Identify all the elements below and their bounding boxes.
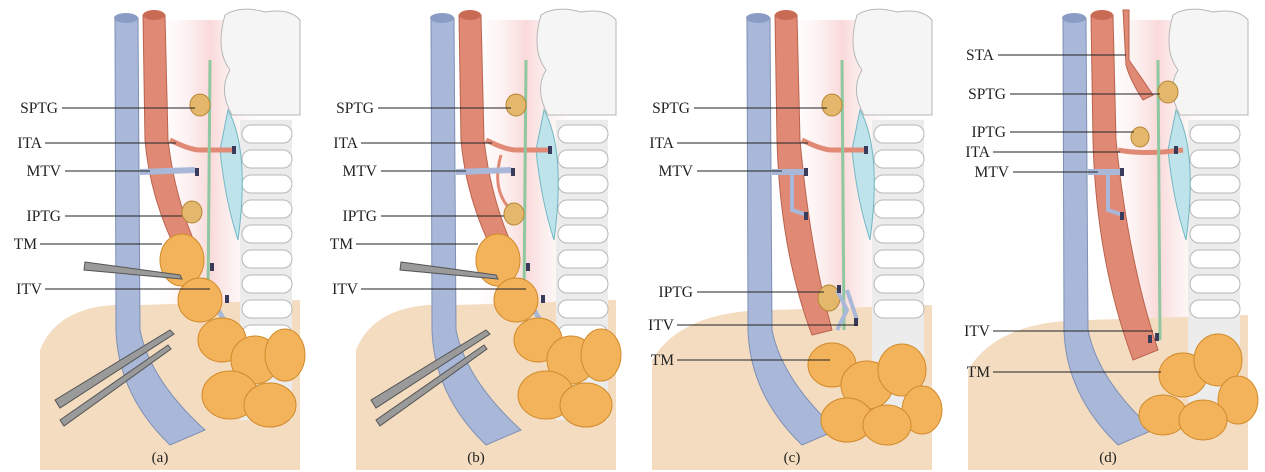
- caption-a: (a): [152, 450, 169, 466]
- jugular-end: [114, 13, 138, 23]
- superior-parathyroid: [822, 94, 842, 116]
- carotid-end: [143, 10, 165, 20]
- superior-parathyroid: [190, 94, 210, 116]
- label-d-1: SPTG: [968, 86, 1006, 103]
- superior-parathyroid: [506, 94, 526, 116]
- recurrent-nerve: [1158, 60, 1160, 340]
- label-d-3: ITA: [965, 144, 990, 161]
- inferior-parathyroid: [818, 285, 840, 311]
- label-a-4: TM: [14, 236, 37, 253]
- caption-d: (d): [1099, 450, 1117, 466]
- label-c-4: ITV: [648, 317, 675, 334]
- panel-d: STA SPTG IPTG ITA MTV ITV TM (d): [948, 0, 1248, 472]
- label-b-1: ITA: [333, 135, 358, 152]
- label-b-5: ITV: [332, 281, 359, 298]
- caption-b: (b): [467, 450, 485, 466]
- ita-branch: [1118, 150, 1183, 153]
- carotid-end: [775, 10, 797, 20]
- label-d-4: MTV: [975, 164, 1010, 181]
- label-a-5: ITV: [16, 281, 43, 298]
- illustration-a: SPTG ITA MTV IPTG TM ITV (a): [0, 0, 300, 472]
- label-a-1: ITA: [17, 135, 42, 152]
- recurrent-nerve: [208, 60, 210, 300]
- illustration-b: SPTG ITA MTV IPTG TM ITV (b): [316, 0, 616, 472]
- label-a-2: MTV: [27, 163, 62, 180]
- recurrent-nerve: [524, 60, 526, 300]
- panel-c: SPTG ITA MTV IPTG ITV TM (c): [632, 0, 932, 472]
- label-b-3: IPTG: [343, 208, 377, 225]
- label-b-4: TM: [330, 236, 353, 253]
- inferior-parathyroid: [182, 201, 202, 223]
- jugular-end: [1062, 13, 1086, 23]
- label-d-5: ITV: [964, 323, 991, 340]
- panel-b: SPTG ITA MTV IPTG TM ITV (b): [316, 0, 616, 472]
- inferior-parathyroid: [504, 203, 524, 225]
- carotid-end: [459, 10, 481, 20]
- label-d-2: IPTG: [972, 124, 1006, 141]
- label-c-5: TM: [651, 352, 674, 369]
- label-b-2: MTV: [343, 163, 378, 180]
- label-d-0: STA: [966, 47, 995, 64]
- superior-parathyroid: [1158, 81, 1178, 103]
- label-c-3: IPTG: [659, 284, 693, 301]
- inferior-parathyroid: [1131, 127, 1149, 147]
- label-c-0: SPTG: [652, 100, 690, 117]
- jugular-end: [746, 13, 770, 23]
- label-a-0: SPTG: [20, 100, 58, 117]
- recurrent-nerve: [842, 60, 844, 330]
- carotid-end: [1091, 10, 1113, 20]
- illustration-c: SPTG ITA MTV IPTG ITV TM (c): [632, 0, 932, 472]
- label-d-6: TM: [967, 364, 990, 381]
- illustration-d: STA SPTG IPTG ITA MTV ITV TM (d): [948, 0, 1248, 472]
- jugular-end: [430, 13, 454, 23]
- label-c-2: MTV: [659, 163, 694, 180]
- label-a-3: IPTG: [27, 208, 61, 225]
- label-b-0: SPTG: [336, 100, 374, 117]
- caption-c: (c): [784, 450, 801, 466]
- panel-a: SPTG ITA MTV IPTG TM ITV (a): [0, 0, 300, 472]
- label-c-1: ITA: [649, 135, 674, 152]
